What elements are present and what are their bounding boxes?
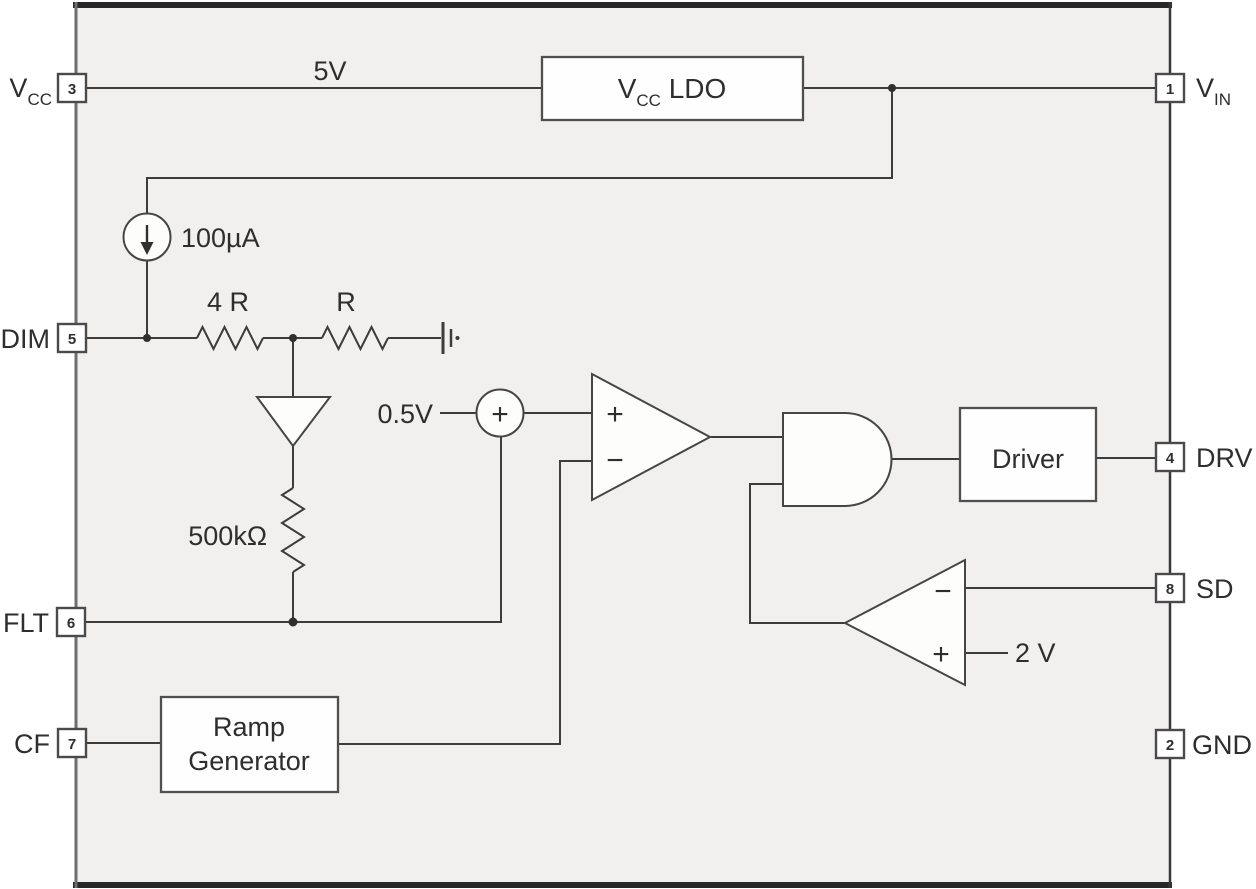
label-500k: 500kΩ <box>188 521 267 551</box>
pin-number: 3 <box>68 81 76 98</box>
pin-number: 8 <box>1166 581 1174 598</box>
driver-box <box>958 406 1098 503</box>
pin-number: 2 <box>1166 737 1174 754</box>
minus-input-icon: − <box>934 575 952 608</box>
pin-box <box>56 322 88 354</box>
pin-label-dim: DIM <box>1 324 51 354</box>
junction-dot <box>289 334 297 342</box>
pin-dim: 5 DIM <box>1 322 88 354</box>
wire-flt-to-summing <box>85 437 502 623</box>
pin-label-gnd: GND <box>1192 730 1252 760</box>
pin-label-sd: SD <box>1196 574 1234 604</box>
pin-label-cf: CF <box>14 729 50 759</box>
label-100ua: 100µA <box>181 223 260 253</box>
ramp-generator-label-line1: Ramp <box>213 712 285 742</box>
wire-sd-comp-out-to-and <box>749 483 845 624</box>
resistor-r <box>321 324 389 352</box>
pin-vin: 1 VIN <box>1154 72 1231 109</box>
ramp-generator-block: Ramp Generator <box>159 695 340 794</box>
plus-input-icon: + <box>606 398 624 431</box>
driver-block: Driver <box>958 406 1098 503</box>
pwm-comparator: + − <box>591 372 713 502</box>
minus-input-icon: − <box>606 444 624 477</box>
pin-drv: 4 DRV <box>1154 441 1253 473</box>
sd-comparator: − + <box>842 558 966 687</box>
pin-number: 6 <box>67 615 75 632</box>
label-2v: 2 V <box>1015 638 1056 668</box>
junction-dot <box>143 334 151 342</box>
pin-gnd: 2 GND <box>1154 728 1252 760</box>
resistor-4r <box>196 324 264 352</box>
pin-label-vcc: VCC <box>9 73 52 109</box>
summing-junction: + <box>475 388 525 438</box>
pin-box <box>56 727 88 759</box>
pin-cf: 7 CF <box>14 727 88 759</box>
label-5v-rail: 5V <box>313 56 346 86</box>
label-4r: 4 R <box>207 287 249 317</box>
vcc-ldo-box <box>540 55 805 122</box>
label-r: R <box>336 287 356 317</box>
pin-sd: 8 SD <box>1154 572 1234 604</box>
junction-dot <box>288 617 298 627</box>
junction-dot <box>888 84 896 92</box>
and-gate <box>782 412 893 507</box>
pin-number: 4 <box>1166 450 1175 467</box>
pin-box <box>1154 72 1186 104</box>
pin-number: 7 <box>68 736 76 753</box>
pin-flt: 6 FLT <box>3 606 87 638</box>
pin-box <box>56 72 88 104</box>
plus-icon: + <box>491 398 509 431</box>
vcc-ldo-label: VCC LDO <box>618 73 727 110</box>
label-0v5: 0.5V <box>377 399 433 429</box>
wire-ramp-to-comparator-minus <box>338 460 592 745</box>
pin-number: 1 <box>1166 81 1174 98</box>
pin-label-drv: DRV <box>1196 443 1253 473</box>
vcc-ldo-block: VCC LDO <box>540 55 805 122</box>
ramp-generator-label-line2: Generator <box>188 746 310 776</box>
down-arrow-icon <box>140 225 154 255</box>
pin-box <box>55 606 87 638</box>
pin-box <box>1154 728 1186 760</box>
pin-box <box>1154 572 1186 604</box>
resistor-500k <box>280 487 306 573</box>
driver-label: Driver <box>992 444 1064 474</box>
ramp-generator-box <box>159 695 340 794</box>
pin-label-flt: FLT <box>3 608 49 638</box>
pin-label-vin: VIN <box>1196 73 1231 109</box>
pin-number: 5 <box>68 331 76 348</box>
current-source <box>122 212 172 262</box>
buffer-triangle <box>255 396 333 448</box>
wire-vin-branch-to-current-source <box>146 88 893 214</box>
summing-junction-circle <box>475 388 525 438</box>
plus-input-icon: + <box>932 638 950 671</box>
pin-box <box>1154 441 1186 473</box>
pwm-comparator-triangle <box>591 372 713 502</box>
capacitor-icon <box>441 322 460 354</box>
sd-comparator-triangle <box>842 558 966 687</box>
pin-vcc: 3 VCC <box>9 72 88 109</box>
